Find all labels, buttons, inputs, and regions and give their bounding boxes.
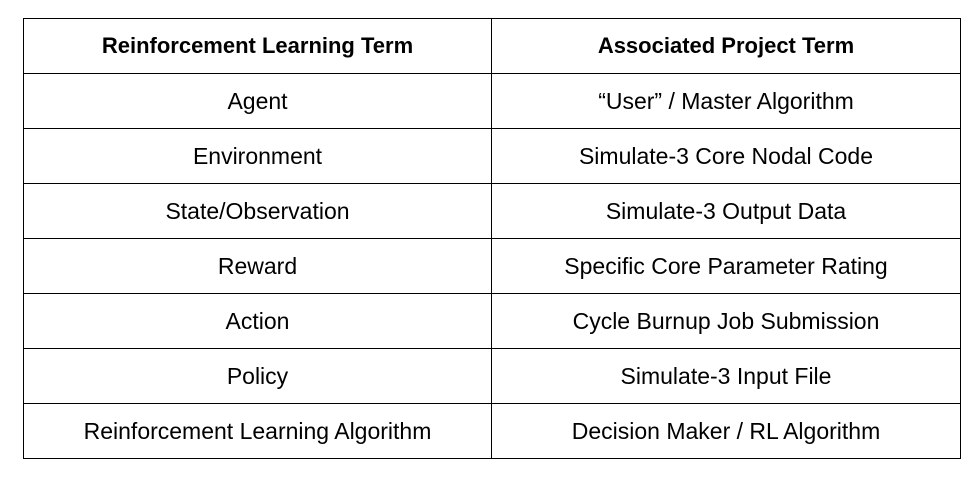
rl-term-cell: State/Observation — [23, 183, 492, 239]
rl-term-cell: Reinforcement Learning Algorithm — [23, 403, 492, 459]
project-term-cell: Specific Core Parameter Rating — [491, 238, 961, 294]
column-header-rl-term: Reinforcement Learning Term — [23, 18, 492, 74]
rl-term-cell: Action — [23, 293, 492, 349]
project-term-cell: Simulate-3 Output Data — [491, 183, 961, 239]
rl-term-cell: Environment — [23, 128, 492, 184]
project-term-cell: Simulate-3 Core Nodal Code — [491, 128, 961, 184]
term-mapping-table: Reinforcement Learning Term Associated P… — [23, 18, 961, 459]
project-term-cell: Cycle Burnup Job Submission — [491, 293, 961, 349]
project-term-cell: Simulate-3 Input File — [491, 348, 961, 404]
column-header-project-term: Associated Project Term — [491, 18, 961, 74]
table-row: State/Observation Simulate-3 Output Data — [23, 183, 961, 239]
project-term-cell: “User” / Master Algorithm — [491, 73, 961, 129]
table-row: Environment Simulate-3 Core Nodal Code — [23, 128, 961, 184]
rl-term-cell: Reward — [23, 238, 492, 294]
table-row: Reinforcement Learning Algorithm Decisio… — [23, 403, 961, 459]
table-row: Agent “User” / Master Algorithm — [23, 73, 961, 129]
table-header-row: Reinforcement Learning Term Associated P… — [23, 18, 961, 74]
table-row: Action Cycle Burnup Job Submission — [23, 293, 961, 349]
rl-term-cell: Policy — [23, 348, 492, 404]
table-row: Reward Specific Core Parameter Rating — [23, 238, 961, 294]
rl-term-cell: Agent — [23, 73, 492, 129]
table-row: Policy Simulate-3 Input File — [23, 348, 961, 404]
project-term-cell: Decision Maker / RL Algorithm — [491, 403, 961, 459]
